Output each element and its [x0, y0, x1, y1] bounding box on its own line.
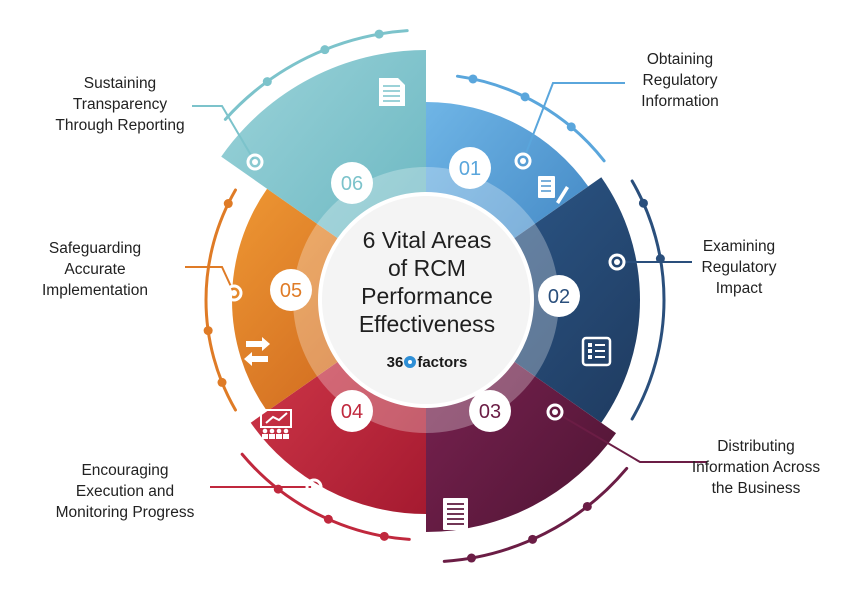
number-badge-label: 06 [341, 173, 363, 195]
connector-node [225, 284, 243, 302]
arc-dot [217, 377, 227, 387]
connector-node-dot [252, 159, 258, 165]
connector-line [522, 82, 625, 162]
arc-dot [566, 122, 576, 132]
document-lines-icon [443, 498, 468, 530]
connector-node [246, 153, 264, 171]
presentation-chart-icon [260, 409, 292, 439]
center-title: 6 Vital Areas of RCM Performance Effecti… [330, 226, 524, 338]
arc-dot [262, 77, 272, 87]
arc-dot [323, 514, 333, 524]
outer-arc [630, 179, 666, 421]
logo-q-icon [404, 356, 417, 368]
arc-dot [655, 254, 665, 264]
outer-arcs [203, 29, 666, 563]
number-badge-label: 01 [459, 158, 481, 180]
connector-node-dot [520, 158, 526, 164]
number-badge [331, 162, 373, 204]
arc-dot [468, 74, 478, 84]
number-badge [270, 269, 312, 311]
report-document-icon [379, 78, 405, 106]
arc-dot [379, 531, 389, 541]
segment-icons [244, 78, 612, 530]
number-badge-label: 03 [479, 401, 501, 423]
number-badge [449, 147, 491, 189]
arc-dot [203, 326, 213, 336]
connector-line [554, 411, 707, 463]
connector-line [185, 266, 235, 294]
arc-dot [520, 92, 530, 102]
arc-dot [320, 45, 330, 55]
connectors [185, 82, 707, 496]
connector-node [305, 478, 323, 496]
number-badge [469, 390, 511, 432]
arc-dot [528, 534, 538, 544]
number-badges: 01 02 03 04 05 06 [270, 147, 580, 432]
connector-node [608, 253, 626, 271]
arc-dot [466, 553, 476, 563]
connector-node-dot [552, 409, 558, 415]
connector-node-dot [311, 484, 317, 490]
arc-dot [374, 29, 384, 39]
number-badge-label: 05 [280, 280, 302, 302]
connector-node [514, 152, 532, 170]
arc-dot [273, 484, 283, 494]
number-badge [331, 390, 373, 432]
center-title-line: Effectiveness [358, 311, 496, 337]
center-circle [318, 192, 534, 408]
connector-node [546, 403, 564, 421]
arc-dot [582, 501, 592, 511]
center-title-line: Performance [361, 283, 493, 309]
number-badge-label: 04 [341, 401, 363, 423]
number-badge [538, 275, 580, 317]
arc-dot [638, 198, 648, 208]
center-title-line: 6 Vital Areas [362, 227, 492, 253]
arc-dot [223, 199, 233, 209]
connector-node-dot [231, 290, 237, 296]
pencil-document-icon [538, 176, 569, 204]
number-badge-label: 02 [548, 286, 570, 308]
swap-arrows-icon [244, 337, 270, 366]
center-title-line: of RCM [388, 255, 466, 281]
connector-node-dot [614, 259, 620, 265]
checklist-icon [581, 336, 612, 367]
outer-arc [455, 74, 606, 163]
connector-line [192, 105, 256, 163]
